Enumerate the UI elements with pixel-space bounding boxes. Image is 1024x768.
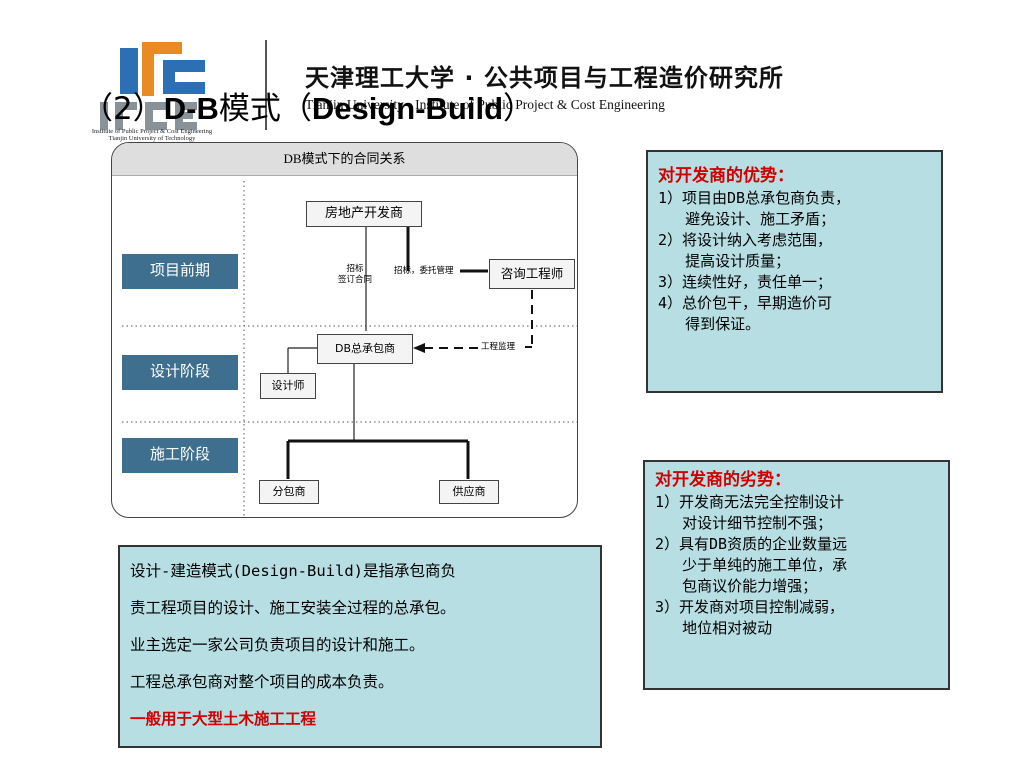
disadvantages-item: 1）开发商无法完全控制设计 — [655, 493, 845, 511]
title-name: Design-Build — [311, 91, 504, 126]
definition-line: 业主选定一家公司负责项目的设计和施工。 — [130, 636, 425, 654]
title-prefix: （2） — [82, 91, 164, 127]
title-mode: 模式（ — [218, 91, 312, 127]
header-divider — [265, 40, 267, 130]
phase-pre-project: 项目前期 — [122, 254, 238, 289]
disadvantages-item: 对设计细节控制不强； — [655, 514, 833, 532]
label-tender-line2: 签订合同 — [338, 275, 373, 285]
label-tender-entrust: 招标，委托管理 — [394, 266, 454, 276]
disadvantages-item: 2）具有DB资质的企业数量远 — [655, 535, 848, 553]
title-suffix: ） — [503, 91, 535, 127]
advantages-item: 得到保证。 — [658, 315, 761, 333]
institute-name-cn: 天津理工大学 · 公共项目与工程造价研究所 — [305, 64, 784, 92]
logo-caption: Institute of Public Project & Cost Engin… — [72, 128, 232, 142]
phase-design: 设计阶段 — [122, 355, 238, 390]
slide-title: （2）D-B模式（Design-Build） — [82, 83, 534, 128]
disadvantages-item: 少于单纯的施工单位，承 — [655, 556, 848, 574]
disadvantages-panel: 对开发商的劣势： 1）开发商无法完全控制设计 对设计细节控制不强； 2）具有DB… — [643, 460, 950, 690]
node-designer: 设计师 — [260, 373, 316, 399]
diagram-title: DB模式下的合同关系 — [112, 143, 577, 176]
phase-construction: 施工阶段 — [122, 438, 238, 473]
disadvantages-item: 包商议价能力增强； — [655, 577, 818, 595]
disadvantages-item: 地位相对被动 — [655, 619, 773, 637]
diagram-connectors — [122, 181, 577, 517]
node-consultant: 咨询工程师 — [489, 259, 575, 289]
advantages-panel: 对开发商的优势： 1）项目由DB总承包商负责， 避免设计、施工矛盾； 2）将设计… — [646, 150, 943, 393]
definition-highlight: 一般用于大型土木施工工程 — [130, 710, 317, 728]
title-code: D-B — [163, 91, 219, 126]
definition-line: 设计-建造模式(Design-Build)是指承包商负 — [130, 562, 456, 580]
label-tender-line1: 招标 — [346, 264, 364, 274]
definition-line: 责工程项目的设计、施工安装全过程的总承包。 — [130, 599, 456, 617]
label-supervision: 工程监理 — [481, 342, 516, 352]
node-subcontractor: 分包商 — [259, 480, 319, 504]
advantages-item: 4）总价包干，早期造价可 — [658, 294, 833, 312]
advantages-item: 提高设计质量； — [658, 252, 791, 270]
advantages-item: 1）项目由DB总承包商负责， — [658, 189, 851, 207]
disadvantages-heading: 对开发商的劣势： — [655, 470, 791, 490]
node-supplier: 供应商 — [439, 480, 499, 504]
definition-panel: 设计-建造模式(Design-Build)是指承包商负 责工程项目的设计、施工安… — [118, 545, 602, 748]
advantages-heading: 对开发商的优势： — [658, 166, 794, 186]
logo-caption-line1: Institute of Public Project & Cost Engin… — [91, 128, 213, 135]
label-tender: 招标 签订合同 — [338, 264, 372, 286]
disadvantages-item: 3）开发商对项目控制减弱， — [655, 598, 845, 616]
advantages-item: 避免设计、施工矛盾； — [658, 210, 836, 228]
institute-name-en: Tianjin University · Institute of Public… — [305, 97, 665, 112]
node-db-contractor: DB总承包商 — [317, 334, 413, 364]
contract-relationship-diagram: DB模式下的合同关系 项目前期 设计阶段 施工阶段 房地产开发商 咨询工程师 D… — [111, 142, 578, 518]
advantages-item: 2）将设计纳入考虑范围， — [658, 231, 833, 249]
advantages-item: 3）连续性好，责任单一； — [658, 273, 833, 291]
node-developer: 房地产开发商 — [306, 201, 422, 227]
logo-caption-line2: Tianjin University of Technology — [108, 135, 196, 142]
institute-logo — [100, 42, 205, 130]
definition-line: 工程总承包商对整个项目的成本负责。 — [130, 673, 394, 691]
